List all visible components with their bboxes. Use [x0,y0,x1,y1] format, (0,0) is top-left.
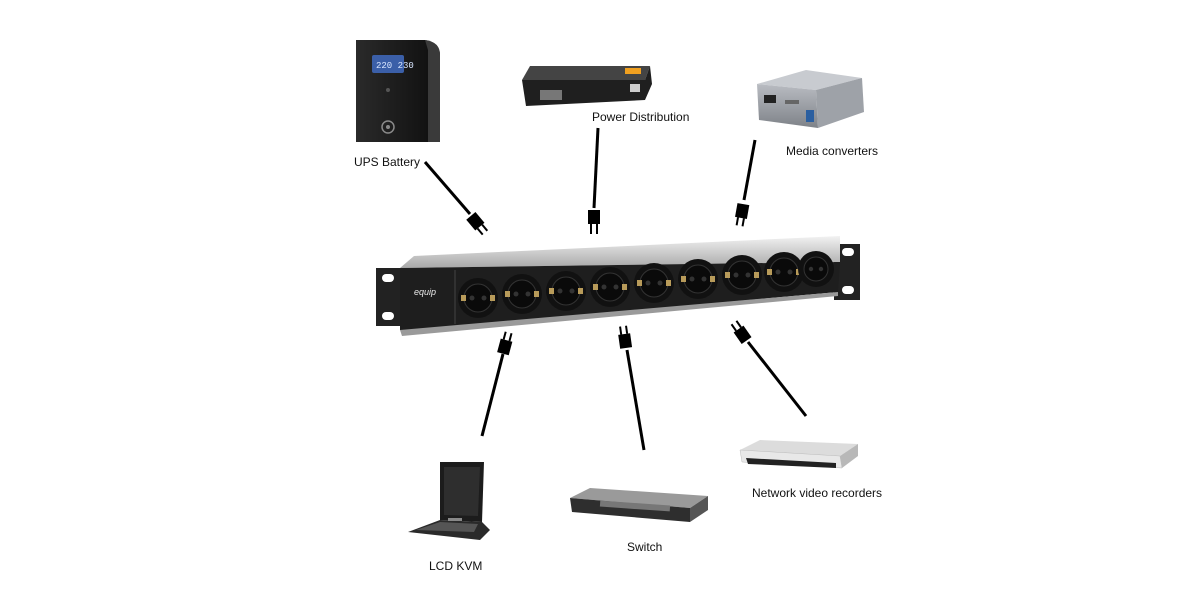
cable-pdu [588,127,600,234]
lcd-kvm-label: LCD KVM [429,559,483,573]
ups-battery-label: UPS Battery [354,155,421,169]
brand-logo-text: equip [414,287,437,297]
power-strip [376,236,860,336]
cable-switch [618,325,646,451]
power-distribution-device [522,66,652,106]
network-switch-device [570,488,708,522]
cable-nvr [730,320,808,417]
media-converters-label: Media converters [786,144,879,158]
socket-row [458,251,834,318]
lcd-kvm-device [408,462,490,540]
media-converter-device [757,70,864,128]
cable-ups [423,161,489,236]
cable-kvm [480,331,513,437]
network-video-recorders-label: Network video recorders [752,486,883,500]
power-distribution-label: Power Distribution [592,110,690,124]
nvr-device [739,440,858,469]
ups-screen-text: 220 230 [376,61,414,71]
cable-media [735,139,757,227]
ups-battery-device: 220 230 [356,40,440,142]
switch-label: Switch [627,540,663,554]
